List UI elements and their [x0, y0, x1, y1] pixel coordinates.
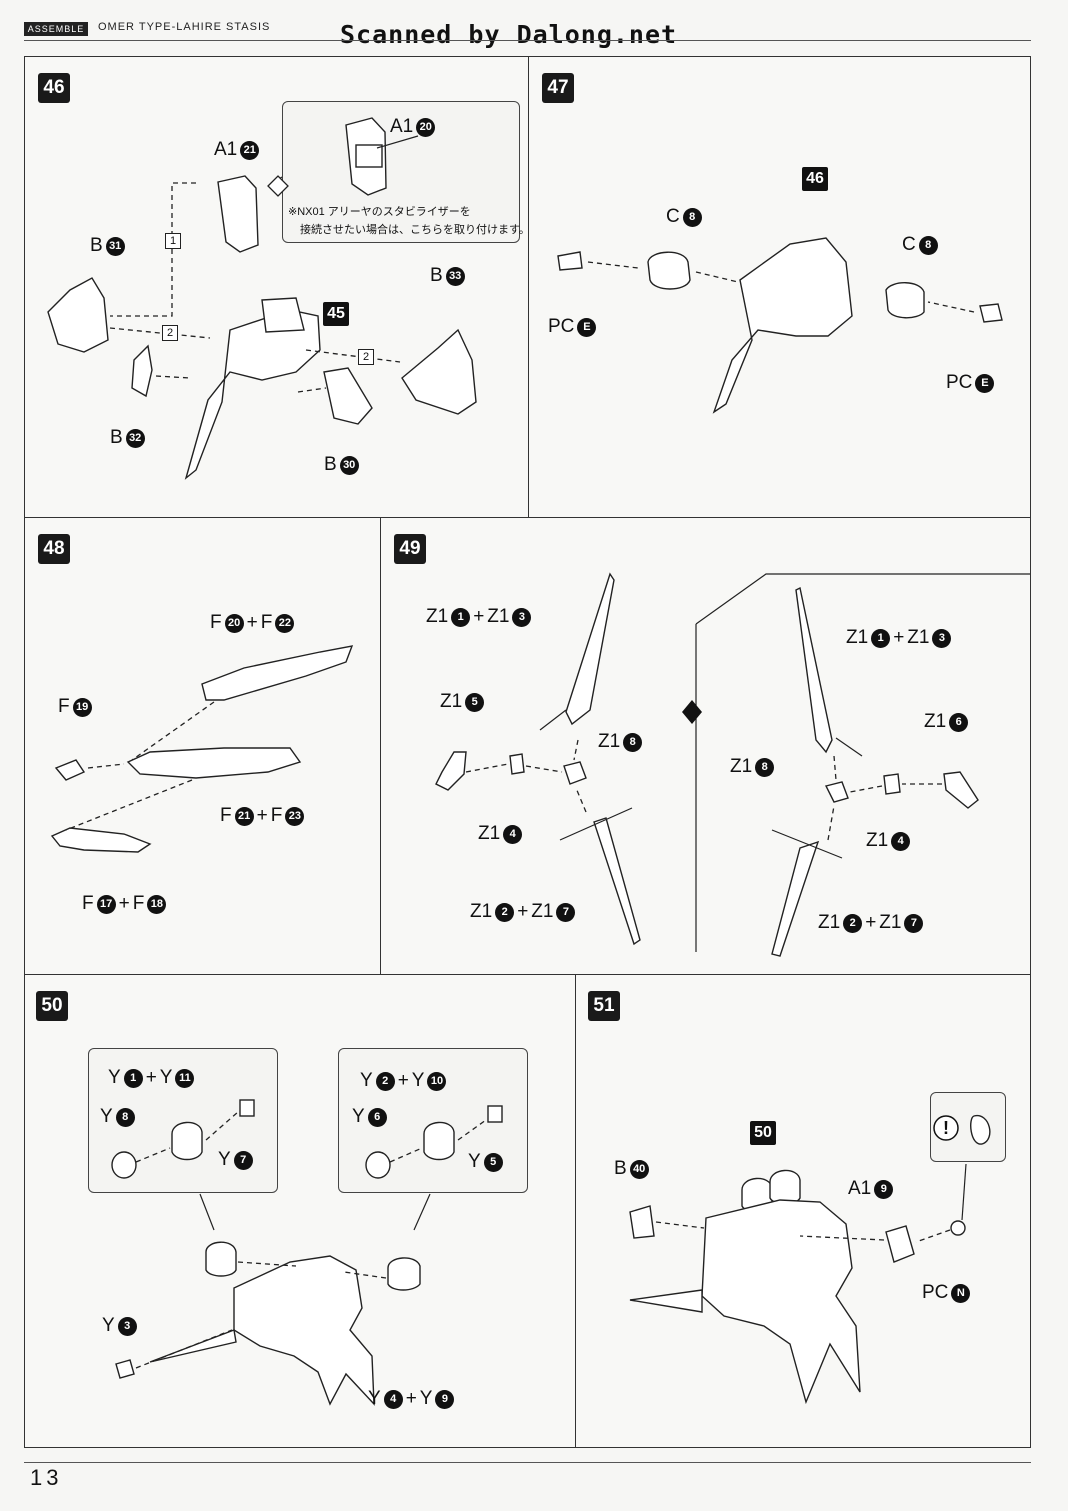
step-46-order-2a: 2	[162, 325, 178, 341]
step-46-drawing	[47, 117, 477, 480]
step-49-panel	[380, 517, 1031, 975]
step-47-number: 47	[542, 73, 574, 103]
step-48-drawing	[50, 645, 354, 853]
step-49-drawing	[435, 572, 1030, 957]
step-46-note-line1: ※NX01 アリーヤのスタビライザーを	[288, 206, 471, 218]
footer-divider	[24, 1462, 1031, 1463]
step-46-order-1: 1	[165, 233, 181, 249]
step-51-ref-50: 50	[750, 1121, 776, 1145]
header-title: OMER TYPE-LAHIRE STASIS	[98, 21, 271, 33]
header-tag: ASSEMBLE	[24, 22, 88, 36]
scan-watermark: Scanned by Dalong.net	[340, 20, 678, 49]
step-47-drawing	[557, 237, 1003, 414]
step-51-drawing	[629, 1115, 991, 1405]
step-48-panel	[24, 517, 381, 975]
warning-icon: !	[943, 1118, 949, 1138]
step-46-ref-45: 45	[323, 302, 349, 326]
step-50-drawing	[111, 1099, 503, 1406]
step-49-number: 49	[394, 534, 426, 564]
step-50-number: 50	[36, 991, 68, 1021]
step-46-note-line2: 接続させたい場合は、こちらを取り付けます。	[300, 224, 530, 236]
step-47-ref-46: 46	[802, 167, 828, 191]
step-46-callout	[282, 101, 520, 243]
page-number: 13	[30, 1465, 63, 1490]
step-46-number: 46	[38, 73, 70, 103]
step-46-order-2b: 2	[358, 349, 374, 365]
header-divider	[24, 40, 1031, 41]
step-51-number: 51	[588, 991, 620, 1021]
step-48-number: 48	[38, 534, 70, 564]
